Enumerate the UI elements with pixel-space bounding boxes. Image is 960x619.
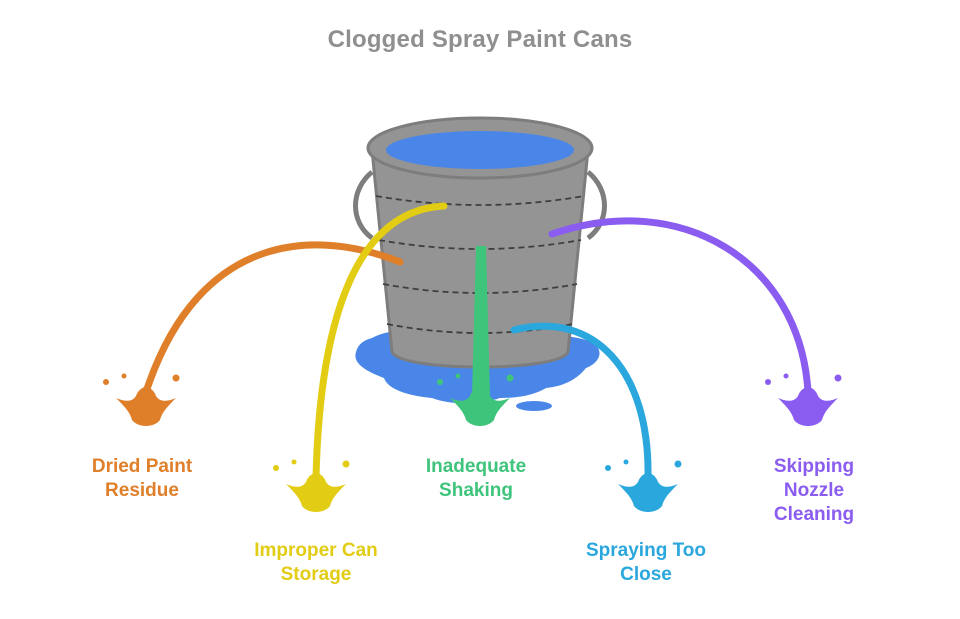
- splash-droplet: [783, 373, 789, 379]
- arrow-skipping-nozzle-cleaning: [548, 217, 812, 396]
- splash-body: [116, 386, 176, 426]
- splash-droplet: [674, 460, 682, 468]
- label-line: Cleaning: [773, 504, 855, 525]
- splash-body: [286, 472, 346, 512]
- splash-body: [450, 386, 510, 426]
- splash-droplet: [834, 374, 842, 382]
- splash-droplet: [437, 379, 443, 385]
- splash-droplet: [103, 379, 109, 385]
- diagram-title: Clogged Spray Paint Cans: [327, 26, 633, 53]
- splash-droplet: [273, 465, 279, 471]
- splash-body: [618, 472, 678, 512]
- splash-droplet: [291, 459, 297, 465]
- splash-droplet: [605, 465, 611, 471]
- arrow-spraying-too-close: [510, 322, 652, 482]
- label-skipping-nozzle-cleaning: Skipping Nozzle Cleaning: [714, 455, 914, 527]
- splash-droplet: [172, 374, 180, 382]
- label-line: Skipping: [773, 456, 855, 477]
- label-line: Shaking: [439, 480, 513, 501]
- paint-splash-icon: [273, 459, 350, 512]
- splash-droplet: [506, 374, 514, 382]
- label-line: Dried Paint: [91, 456, 193, 477]
- label-improper-can-storage: Improper Can Storage: [216, 539, 416, 587]
- label-line: Nozzle: [783, 480, 845, 501]
- label-line: Close: [620, 564, 672, 585]
- splash-droplet: [455, 373, 461, 379]
- splash-droplet: [623, 459, 629, 465]
- label-line: Spraying Too: [586, 540, 706, 561]
- label-inadequate-shaking: Inadequate Shaking: [376, 455, 576, 503]
- arrow-dried-paint-residue: [142, 241, 404, 396]
- splash-droplet: [121, 373, 127, 379]
- arrow-inadequate-shaking: [472, 246, 490, 396]
- splash-body: [778, 386, 838, 426]
- label-line: Improper Can: [254, 540, 378, 561]
- label-line: Storage: [280, 564, 352, 585]
- splash-droplet: [765, 379, 771, 385]
- paint-splash-icon: [605, 459, 682, 512]
- paint-splash-icon: [103, 373, 180, 426]
- label-dried-paint-residue: Dried Paint Residue: [42, 455, 242, 503]
- paint-splash-icon: [437, 373, 514, 426]
- paint-splash-icon: [765, 373, 842, 426]
- label-line: Inadequate: [425, 456, 527, 477]
- label-spraying-too-close: Spraying Too Close: [546, 539, 746, 587]
- label-line: Residue: [105, 480, 179, 501]
- splash-droplet: [342, 460, 350, 468]
- arrow-improper-can-storage: [312, 202, 448, 482]
